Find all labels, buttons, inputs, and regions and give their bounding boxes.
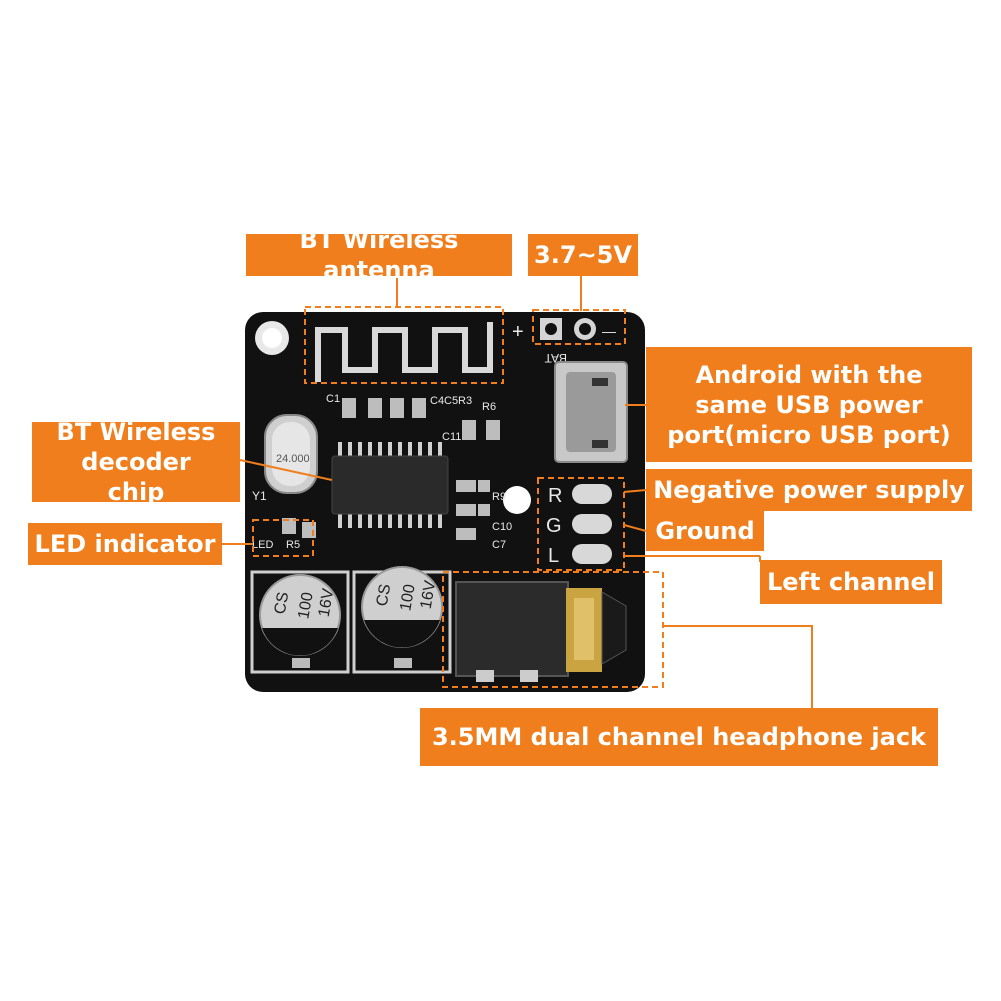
silk-y1: Y1 <box>252 489 267 503</box>
headphone-jack-body <box>455 581 569 677</box>
silk-led: LED <box>252 539 273 551</box>
label-led: LED indicator <box>28 523 222 565</box>
bat-pad-plus-hole <box>545 323 557 335</box>
headphone-jack-metal-inner <box>574 598 594 660</box>
silk-c1: C1 <box>326 393 340 405</box>
silk-r3: R3 <box>458 395 472 407</box>
silk-pad-l: L <box>548 545 559 567</box>
micro-usb-slot <box>566 372 616 452</box>
silk-c4: C4 <box>430 395 444 407</box>
headphone-jack-pin2 <box>520 670 538 682</box>
micro-usb-tab-bottom <box>592 440 608 448</box>
label-left-channel: Left channel <box>760 560 942 604</box>
pad-l <box>572 544 612 564</box>
silk-r6: R6 <box>482 401 496 413</box>
highlight-boxes <box>252 306 664 688</box>
decoder-chip-pins-top <box>338 442 442 456</box>
cap2-line3: 16V <box>418 579 440 610</box>
decoder-chip <box>331 455 449 515</box>
mounting-hole-mid <box>503 486 531 514</box>
cap1-line1: CS <box>272 591 293 616</box>
silk-plus: + <box>512 321 524 343</box>
micro-usb-tab-top <box>592 378 608 386</box>
label-ground: Ground <box>646 511 764 551</box>
cap1-outline <box>250 570 350 674</box>
silk-c11: C11 <box>442 431 461 443</box>
silk-pad-r: R <box>548 485 562 507</box>
label-usb: Android with the same USB power port(mic… <box>646 347 972 462</box>
headphone-jack-pin1 <box>476 670 494 682</box>
decoder-chip-pins-bottom <box>338 514 442 528</box>
silk-r9: R9 <box>492 491 506 503</box>
antenna-trace <box>315 322 493 382</box>
headphone-jack-nose <box>601 591 627 665</box>
capacitor-2-foot <box>394 658 412 668</box>
cap1-line3: 16V <box>316 587 338 618</box>
label-negative: Negative power supply <box>646 469 972 511</box>
pad-g <box>572 514 612 534</box>
mounting-hole-inner <box>262 328 282 348</box>
smd-components <box>282 398 500 540</box>
silk-crystal: 24.000 <box>276 453 310 465</box>
silk-c10: C10 <box>492 521 512 533</box>
silk-r5: R5 <box>286 539 300 551</box>
silk-minus: — <box>602 323 616 339</box>
silk-pad-g: G <box>546 515 562 537</box>
silk-c5: C5 <box>444 395 458 407</box>
label-decoder: BT Wireless decoder chip <box>32 418 240 506</box>
capacitor-1-band <box>262 628 338 656</box>
silk-c7: C7 <box>492 539 506 551</box>
cap2-line2: 100 <box>397 583 418 612</box>
bat-pad-minus-hole <box>579 323 591 335</box>
label-jack: 3.5MM dual channel headphone jack <box>420 708 938 766</box>
label-antenna: BT Wireless antenna <box>246 226 512 284</box>
capacitor-1-foot <box>292 658 310 668</box>
capacitor-2-band <box>364 620 440 648</box>
pad-r <box>572 484 612 504</box>
cap1-line2: 100 <box>295 591 316 620</box>
label-voltage: 3.7~5V <box>528 234 638 276</box>
cap2-line1: CS <box>374 583 395 608</box>
